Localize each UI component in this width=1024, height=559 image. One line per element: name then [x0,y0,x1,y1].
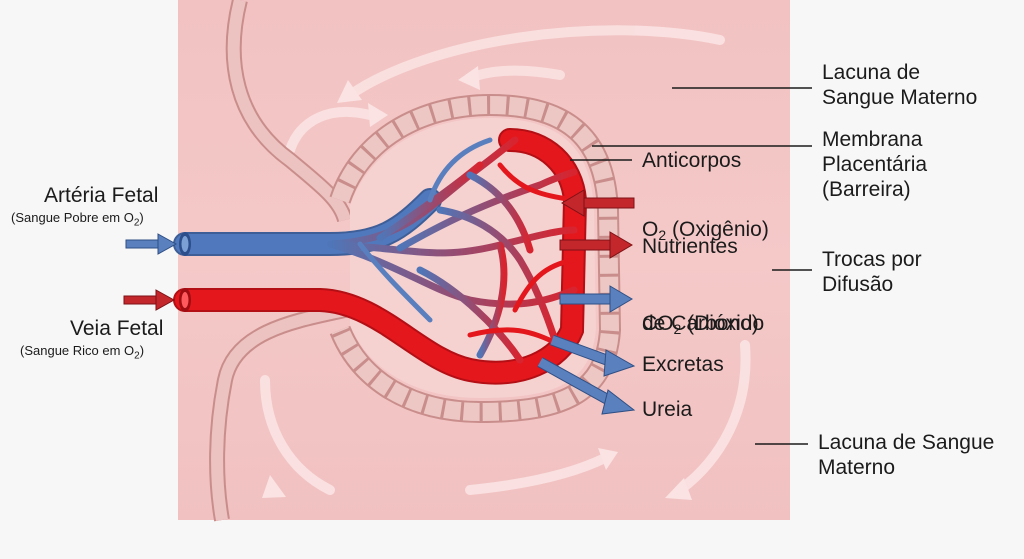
fetal-artery-subtitle-prefix: (Sangue Pobre em O [11,210,134,225]
fetal-artery-subtitle: (Sangue Pobre em O2) [11,210,144,229]
nutrients-arrow [559,231,633,259]
nutrients-label: Nutrientes [642,235,738,258]
co2-arrow [559,285,633,313]
fetal-artery-subtitle-suffix: ) [139,210,144,225]
fetal-flow-arrows [123,233,178,311]
placental-membrane [329,93,622,424]
excretions-arrow [550,334,636,377]
excretions-label: Excretas [642,353,724,376]
fetal-artery-subtitle-subscript: 2 [133,217,140,229]
co2-label-subscript: 2 [673,321,682,337]
maternal-flow-arrows [260,25,751,495]
oxygen-label-suffix: (Oxigênio) [666,218,769,241]
leader-lines [570,87,812,445]
urea-arrow [537,357,636,415]
fetal-vein-subtitle-prefix: (Sangue Rico em O [20,343,135,358]
oxygen-arrow [561,189,635,217]
maternal-lacuna-top-label: Lacuna de Sangue Materno [822,61,978,109]
co2-label-prefix: CO [642,312,674,335]
diffusion-label: Trocas por Difusão [822,248,922,296]
oxygen-label: O2 (Oxigênio) [642,192,769,248]
co2-label-line2: de Carbono) [642,312,759,335]
co2-label: CO2 (Dióxido [642,286,764,342]
placental-membrane-label: Membrana Placentária (Barreira) [822,128,928,201]
fetal-vein-subtitle: (Sangue Rico em O2) [20,343,144,362]
fetal-vein-title: Veia Fetal [70,317,164,340]
oxygen-label-subscript: 2 [658,227,667,243]
co2-label-suffix: (Dióxido [681,312,765,335]
urea-label: Ureia [642,398,693,421]
maternal-flow-arrowheads [262,66,692,500]
uterine-wall [209,0,353,522]
oxygen-label-prefix: O [642,218,659,241]
fetal-vessels [173,128,588,385]
fetal-vein-subtitle-subscript: 2 [134,350,140,362]
maternal-lacuna-bottom-label: Lacuna de Sangue Materno [818,431,995,479]
antibodies-label: Anticorpos [642,149,742,172]
fetal-vein-subtitle-suffix: ) [139,343,145,358]
fetal-artery-title: Artéria Fetal [44,184,159,207]
